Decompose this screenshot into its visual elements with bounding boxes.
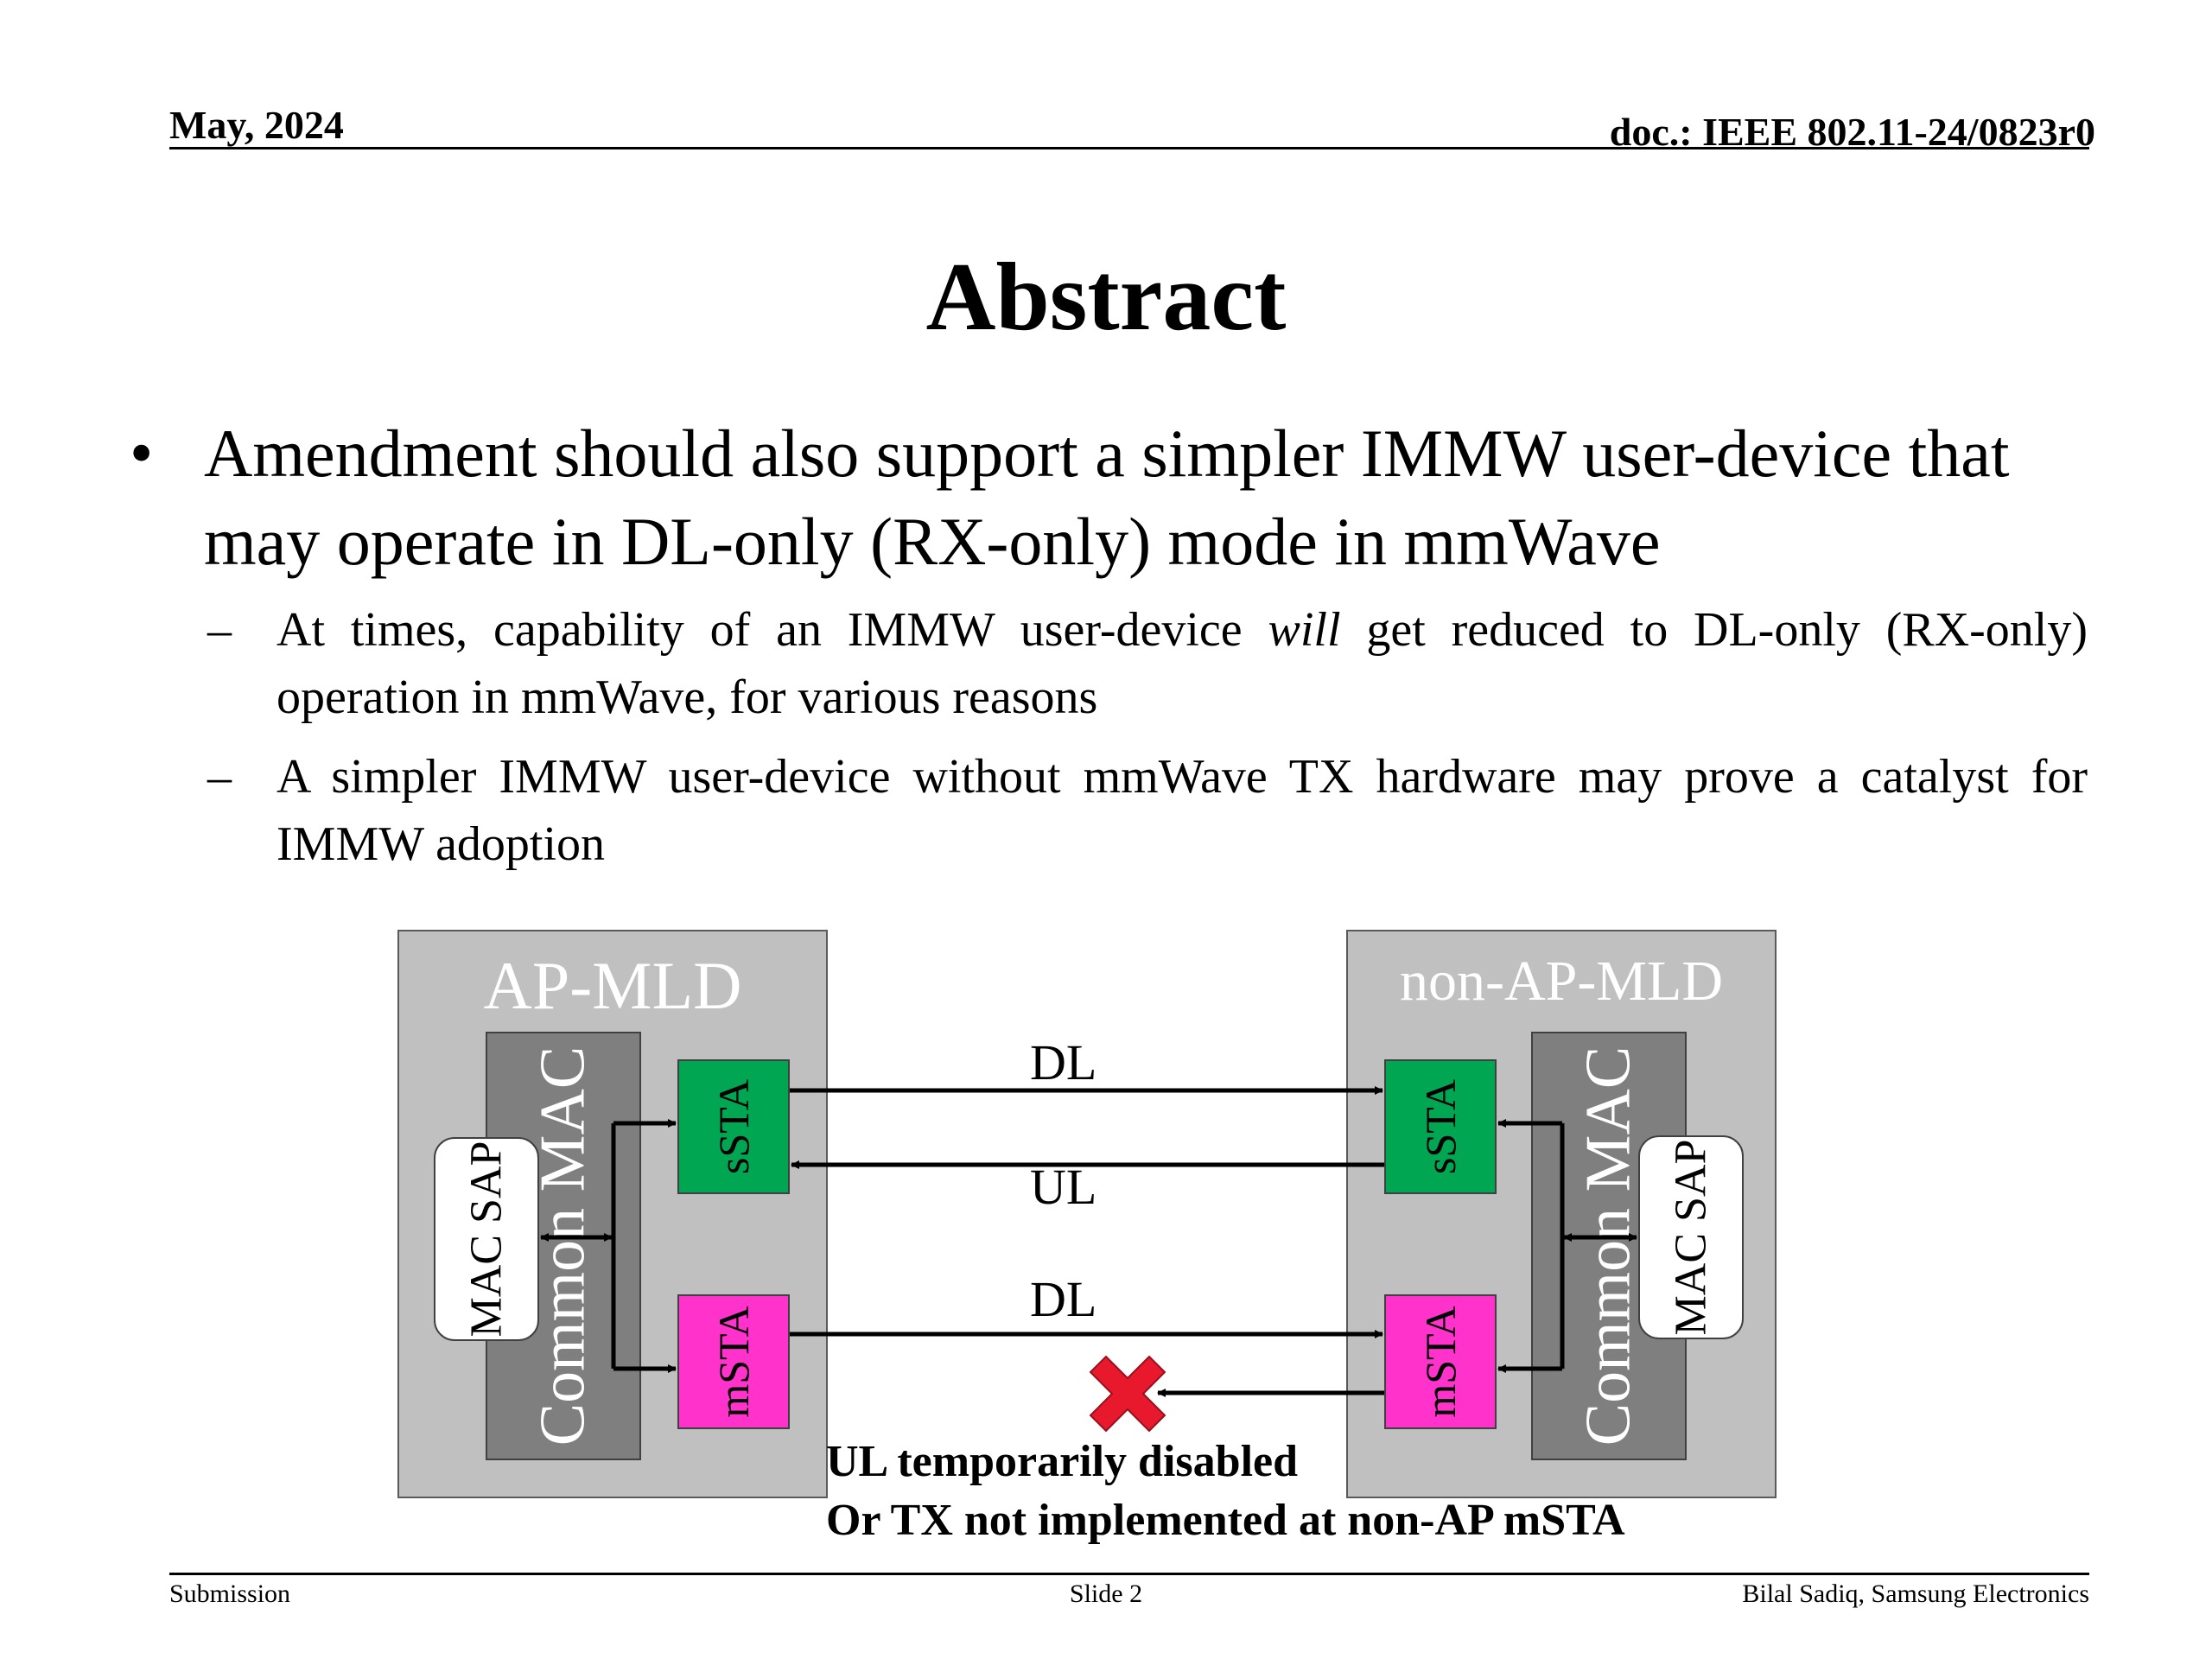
dl-label-msta: DL	[1030, 1271, 1097, 1327]
slide-title: Abstract	[925, 244, 1287, 351]
non-ap-mld-title: non-AP-MLD	[1400, 950, 1723, 1013]
sub-bullet-2: A simpler IMMW user-device without mmWav…	[276, 750, 2088, 871]
ap-mac-sap: MAC SAP	[434, 1137, 539, 1341]
ul-label-ssta: UL	[1030, 1159, 1097, 1215]
non-ap-ssta-box: sSTA	[1384, 1059, 1497, 1194]
header-date: May, 2024	[169, 103, 344, 147]
bullet-marker: •	[130, 415, 154, 490]
sub-bullet-marker-1: –	[207, 603, 232, 657]
sub-bullet-1-emphasis: will	[1268, 603, 1341, 657]
non-ap-msta-box: mSTA	[1384, 1294, 1497, 1429]
footer-author: Bilal Sadiq, Samsung Electronics	[1742, 1580, 2089, 1608]
footer-rule	[169, 1573, 2089, 1575]
ap-mld-title: AP-MLD	[483, 948, 742, 1023]
dl-label-ssta: DL	[1030, 1034, 1097, 1090]
ul-disabled-note-line1: UL temporarily disabled	[826, 1437, 1299, 1486]
footer-submission: Submission	[169, 1580, 291, 1608]
ul-disabled-note-line2: Or TX not implemented at non-AP mSTA	[826, 1496, 1625, 1545]
sub-bullet-marker-2: –	[207, 750, 232, 804]
ul-disabled-cross-icon	[1089, 1355, 1166, 1433]
sub-bullet-1: At times, capability of an IMMW user-dev…	[276, 596, 2088, 731]
ap-ssta-box: sSTA	[677, 1059, 790, 1194]
header-rule	[169, 147, 2089, 149]
main-bullet-text: Amendment should also support a simpler …	[204, 416, 2010, 579]
sub-bullet-1-text-a: At times, capability of an IMMW user-dev…	[276, 603, 1268, 657]
non-ap-mac-sap: MAC SAP	[1638, 1135, 1744, 1339]
footer-slide-number: Slide 2	[1069, 1580, 1143, 1608]
ap-msta-box: mSTA	[677, 1294, 790, 1429]
header-doc-id: doc.: IEEE 802.11-24/0823r0	[1609, 110, 2095, 154]
sub-bullet-1-text-b: get reduced to DL-only (RX-only) operati…	[276, 603, 2088, 724]
